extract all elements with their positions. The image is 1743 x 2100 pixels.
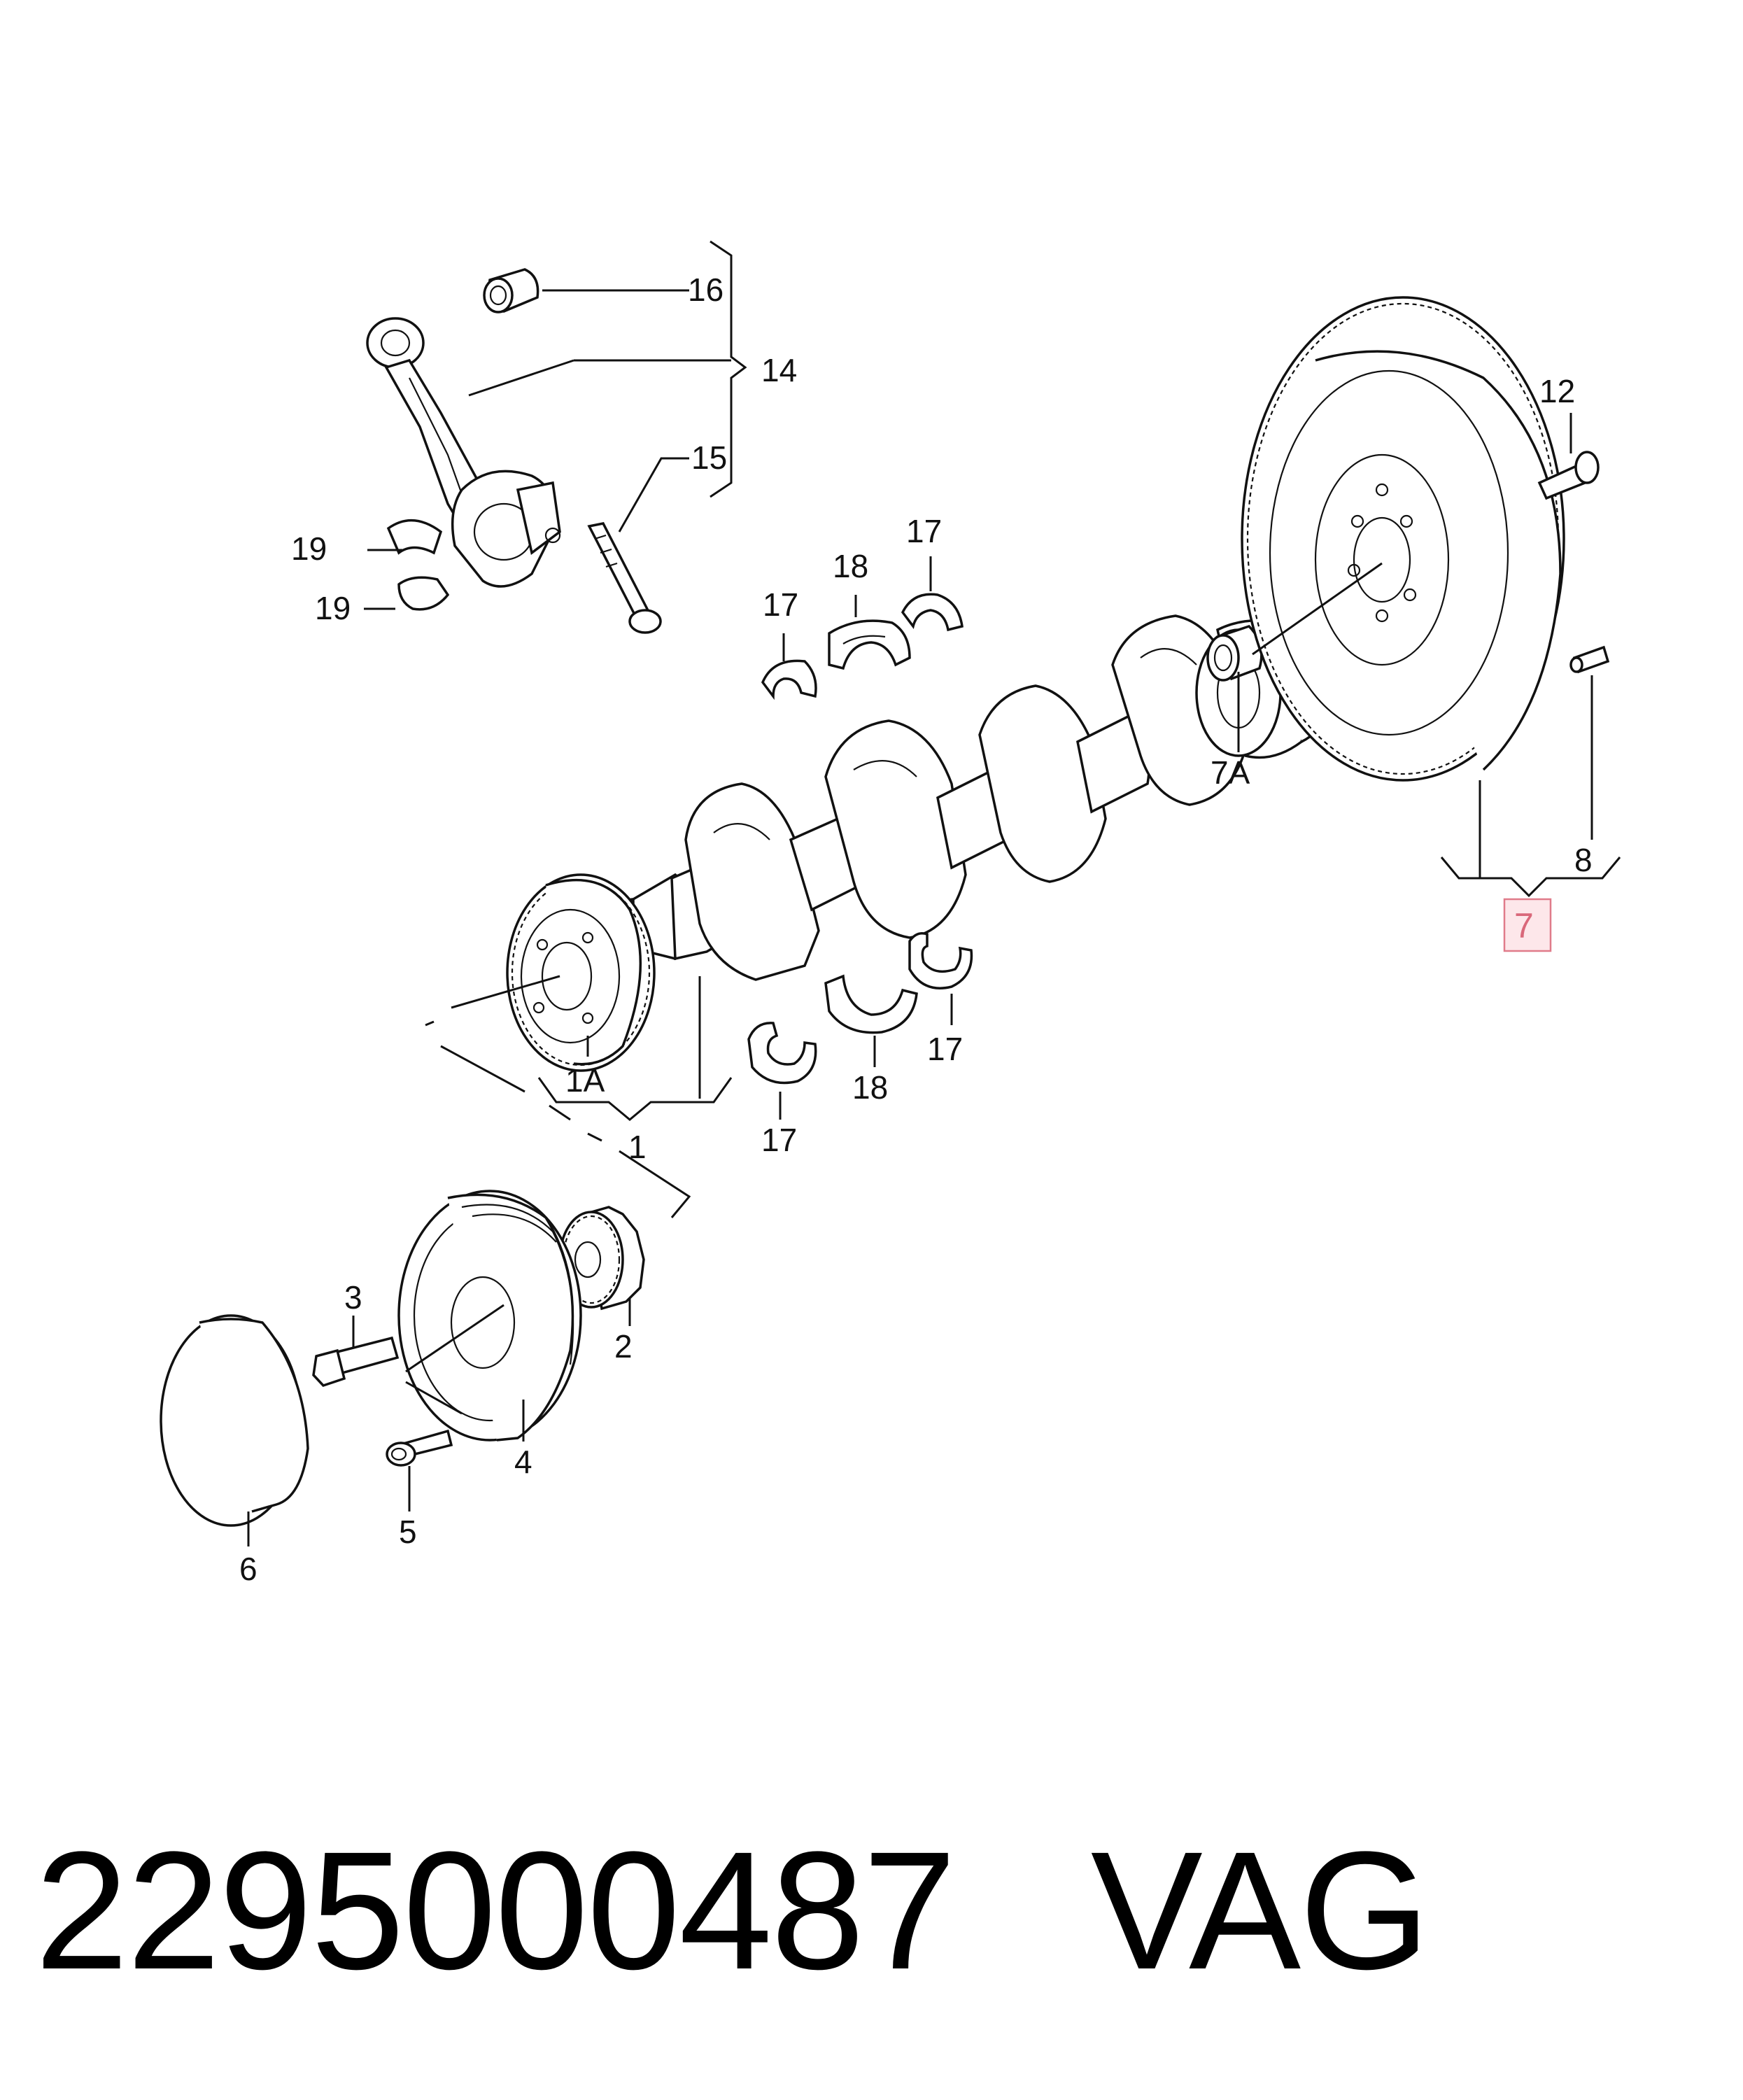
callout-4: 4 [514,1444,532,1480]
connecting-rod-part [366,317,561,588]
axis-centerline [425,1020,691,1218]
dowel-pin-part [1569,645,1610,674]
bracket-1-line [537,1077,733,1121]
highlight-box-7 [1503,898,1552,952]
flywheel-bolt-part [1537,451,1600,500]
callout-6: 6 [239,1551,257,1587]
callout-17-upper-left: 17 [763,586,798,623]
callout-5: 5 [399,1514,417,1550]
callout-2: 2 [614,1328,633,1365]
upper-bearing-shell-part [828,619,911,670]
footer-caption: 2295000487 VAG [35,1826,1430,1994]
lower-bearing-shell-part [824,974,918,1034]
callout-1: 1 [628,1129,647,1165]
upper-thrust-washer-left-part [761,659,817,700]
callout-1a: 1A [565,1062,605,1099]
lower-thrust-washer-left-part [747,1022,817,1085]
crankshaft-gear-part [506,873,656,1072]
callout-8: 8 [1574,842,1593,878]
rod-bolt-part [587,522,662,634]
callout-17-lower-left: 17 [761,1122,797,1158]
part-number: 2295000487 [35,1817,957,2004]
rod-bushing-part [483,268,539,313]
pulley-bolt-part [312,1336,400,1388]
callout-14: 14 [761,352,797,388]
callout-15: 15 [691,439,727,476]
upper-thrust-washer-right-part [901,593,964,632]
callout-17-upper-right: 17 [906,513,942,549]
connecting-rod-assembly [366,268,662,634]
flywheel-part [1241,296,1565,782]
lower-thrust-washer-right-part [908,932,973,989]
brand-name: VAG [1090,1817,1430,2004]
callout-18-lower: 18 [852,1069,888,1106]
callout-7a: 7A [1211,754,1250,791]
callout-7-highlighted: 7 [1514,906,1534,945]
callout-17-lower-right: 17 [927,1031,963,1067]
callout-18-upper: 18 [833,548,868,584]
callout-19-upper: 19 [291,530,327,567]
callout-16: 16 [688,272,724,308]
pulley-screw-part [386,1429,453,1467]
callout-19-lower: 19 [315,590,351,626]
bracket-14-line [710,240,747,498]
callout-12: 12 [1539,373,1575,409]
callout-3: 3 [344,1279,362,1316]
end-cover-part [160,1314,309,1527]
bracket-7-line [1440,857,1621,898]
rod-bearing-shells-part [386,519,450,611]
